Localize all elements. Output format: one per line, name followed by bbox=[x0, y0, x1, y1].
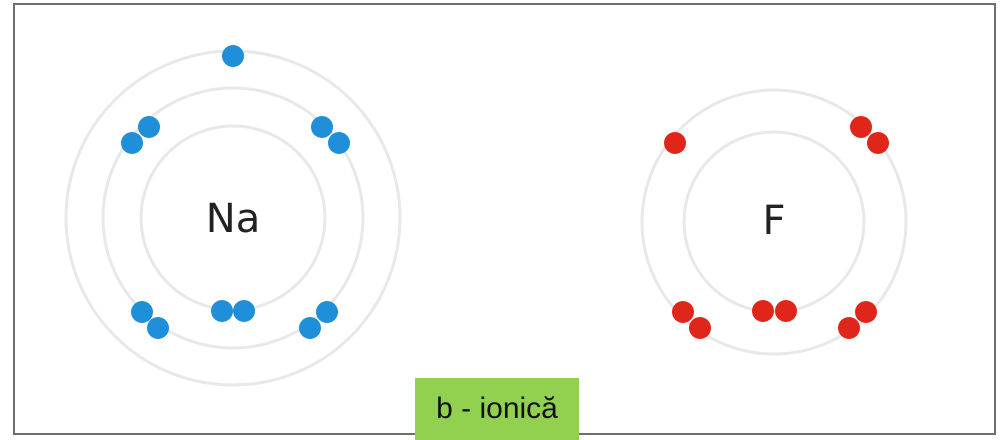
sodium-shell-inner bbox=[139, 124, 327, 312]
sodium-electron bbox=[147, 317, 169, 339]
sodium-electron bbox=[316, 301, 338, 323]
fluorine-electron bbox=[838, 317, 860, 339]
fluorine-electron bbox=[775, 300, 797, 322]
fluorine-electron bbox=[752, 300, 774, 322]
sodium-electron bbox=[138, 116, 160, 138]
sodium-electron bbox=[299, 317, 321, 339]
fluorine-electron bbox=[689, 317, 711, 339]
fluorine-electron bbox=[855, 301, 877, 323]
bond-type-caption: b - ionică bbox=[415, 378, 579, 440]
sodium-shell-middle bbox=[101, 86, 365, 350]
sodium-electrons bbox=[121, 45, 350, 339]
fluorine-electron bbox=[672, 301, 694, 323]
fluorine-electron bbox=[867, 132, 889, 154]
fluorine-electron bbox=[664, 132, 686, 154]
sodium-electron bbox=[131, 301, 153, 323]
sodium-symbol: Na bbox=[206, 196, 260, 242]
diagram-frame bbox=[13, 3, 996, 435]
sodium-electron bbox=[311, 116, 333, 138]
fluorine-atom: F bbox=[640, 88, 908, 356]
sodium-atom: Na bbox=[64, 45, 402, 387]
fluorine-shell-outer bbox=[640, 88, 908, 356]
fluorine-symbol: F bbox=[762, 198, 785, 244]
sodium-electron bbox=[121, 132, 143, 154]
fluorine-electrons bbox=[664, 116, 889, 339]
fluorine-shell-inner bbox=[682, 130, 866, 314]
sodium-electron bbox=[222, 45, 244, 67]
sodium-electron bbox=[233, 300, 255, 322]
sodium-electron bbox=[328, 132, 350, 154]
sodium-electron bbox=[211, 300, 233, 322]
fluorine-electron bbox=[850, 116, 872, 138]
